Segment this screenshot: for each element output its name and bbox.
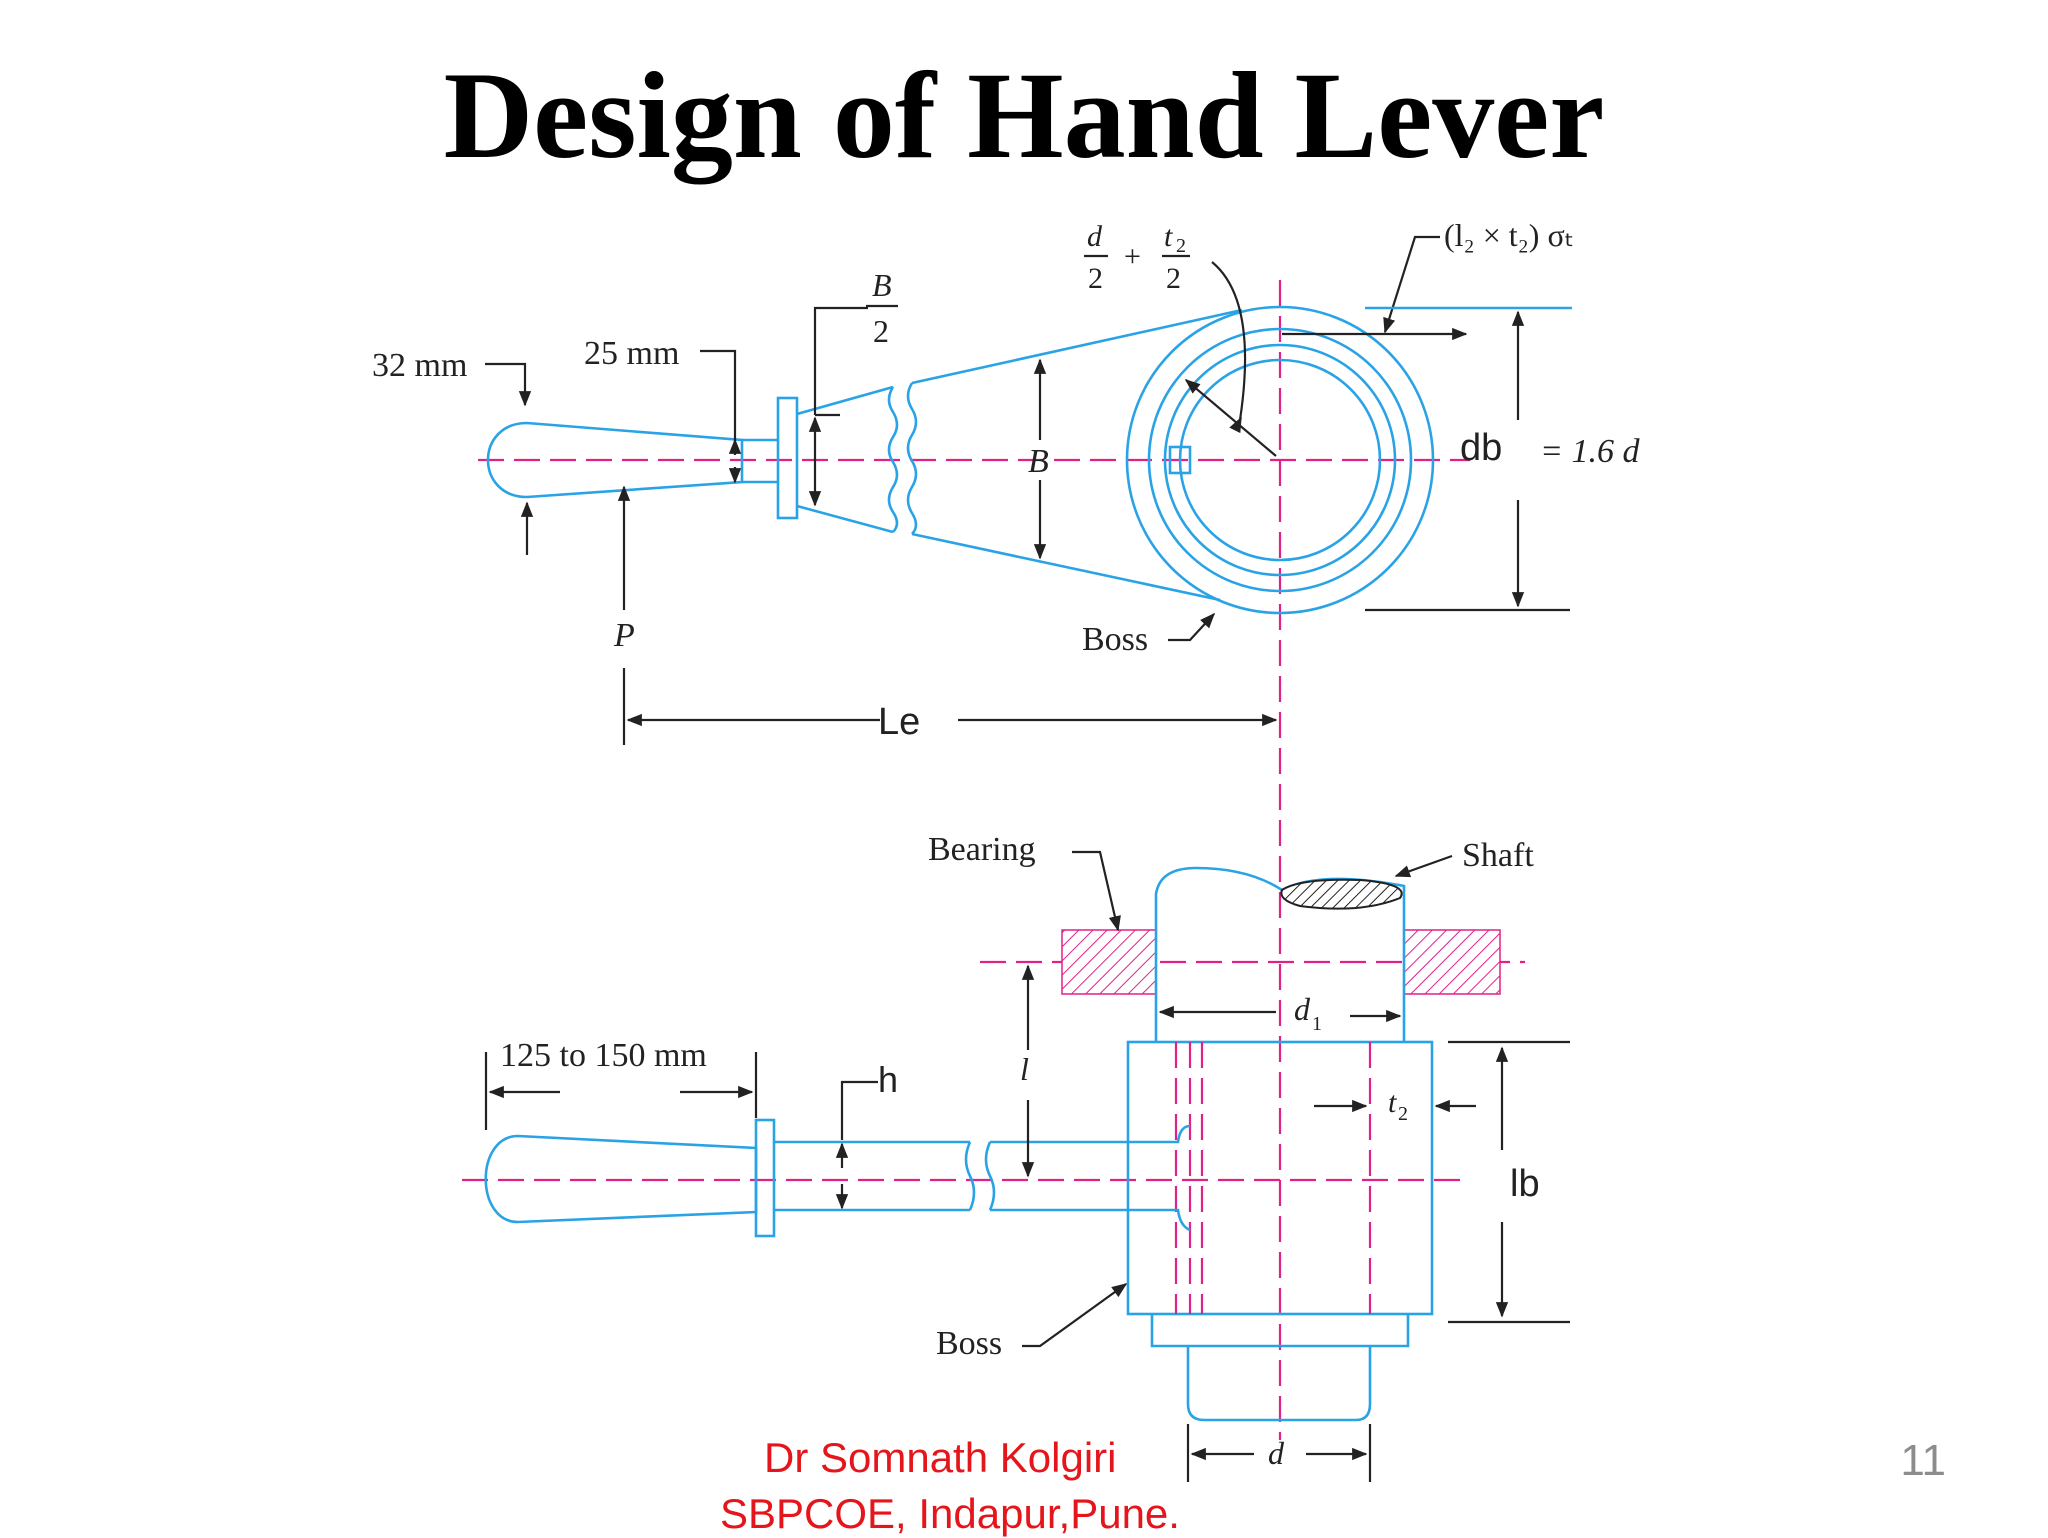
bearing-left-block	[1061, 929, 1157, 995]
side-collar	[754, 1118, 776, 1238]
shaft-label: Shaft	[1462, 837, 1534, 874]
shaft-section	[1280, 878, 1403, 910]
side-view: Bearing Shaft d 1 125 to 150 mm h l t 2	[462, 831, 1570, 1482]
top-handle-grip	[486, 421, 744, 499]
dim-t2-sub: 2	[1398, 1103, 1408, 1125]
dim-h: h	[878, 1059, 898, 1100]
boss-side	[1126, 1040, 1434, 1316]
boss-label-side: Boss	[936, 1325, 1002, 1362]
formula-t: t	[1164, 220, 1173, 253]
bearing-right-block	[1403, 929, 1501, 995]
dim-db: db	[1460, 427, 1502, 469]
boss-outer-circle	[1125, 305, 1435, 615]
dim-le: Le	[878, 701, 920, 743]
top-view: 32 mm 25 mm B 2 B d 2 + t 2 2 (l₂ × t₂) …	[372, 217, 1640, 1440]
shaft-lower	[1186, 1346, 1372, 1422]
formula-t-sub: 2	[1176, 235, 1186, 257]
slide-number: 11	[1900, 1436, 1946, 1485]
slide-title: Design of Hand Lever	[443, 47, 1605, 184]
top-lever-arm	[796, 308, 1243, 602]
dim-grip-length: 125 to 150 mm	[500, 1037, 707, 1074]
dim-25mm: 25 mm	[584, 335, 679, 372]
shaft-bore-circle	[1178, 358, 1382, 562]
bearing-label: Bearing	[928, 831, 1036, 868]
top-collar	[776, 396, 799, 520]
author-institution: SBPCOE, Indapur,Pune.	[720, 1490, 1180, 1537]
stress-formula: (l₂ × t₂) σₜ	[1444, 217, 1574, 253]
dim-d: d	[1268, 1435, 1285, 1471]
dim-t2: t	[1388, 1086, 1397, 1119]
dim-d1: d	[1294, 991, 1311, 1027]
top-break-line	[887, 386, 899, 533]
dim-32mm: 32 mm	[372, 347, 467, 384]
dim-l: l	[1020, 1051, 1029, 1087]
dim-lb: lb	[1510, 1163, 1540, 1205]
radius-leader	[1211, 261, 1247, 421]
side-handle-grip	[484, 1134, 758, 1224]
formula-plus: +	[1124, 240, 1141, 273]
load-p: P	[613, 617, 635, 654]
boss-label-top: Boss	[1082, 621, 1148, 658]
formula-d: d	[1087, 220, 1103, 253]
b-over-2-numerator: B	[872, 267, 892, 303]
keyway	[1168, 445, 1192, 475]
b-over-2-denominator: 2	[873, 313, 889, 349]
author-name: Dr Somnath Kolgiri	[764, 1434, 1117, 1481]
formula-den-1: 2	[1088, 262, 1103, 295]
formula-den-2: 2	[1166, 262, 1181, 295]
side-lever-arm	[774, 1124, 1191, 1232]
dim-db-value: = 1.6 d	[1540, 433, 1640, 470]
dim-d1-sub: 1	[1312, 1013, 1322, 1035]
dim-b: B	[1028, 443, 1049, 480]
